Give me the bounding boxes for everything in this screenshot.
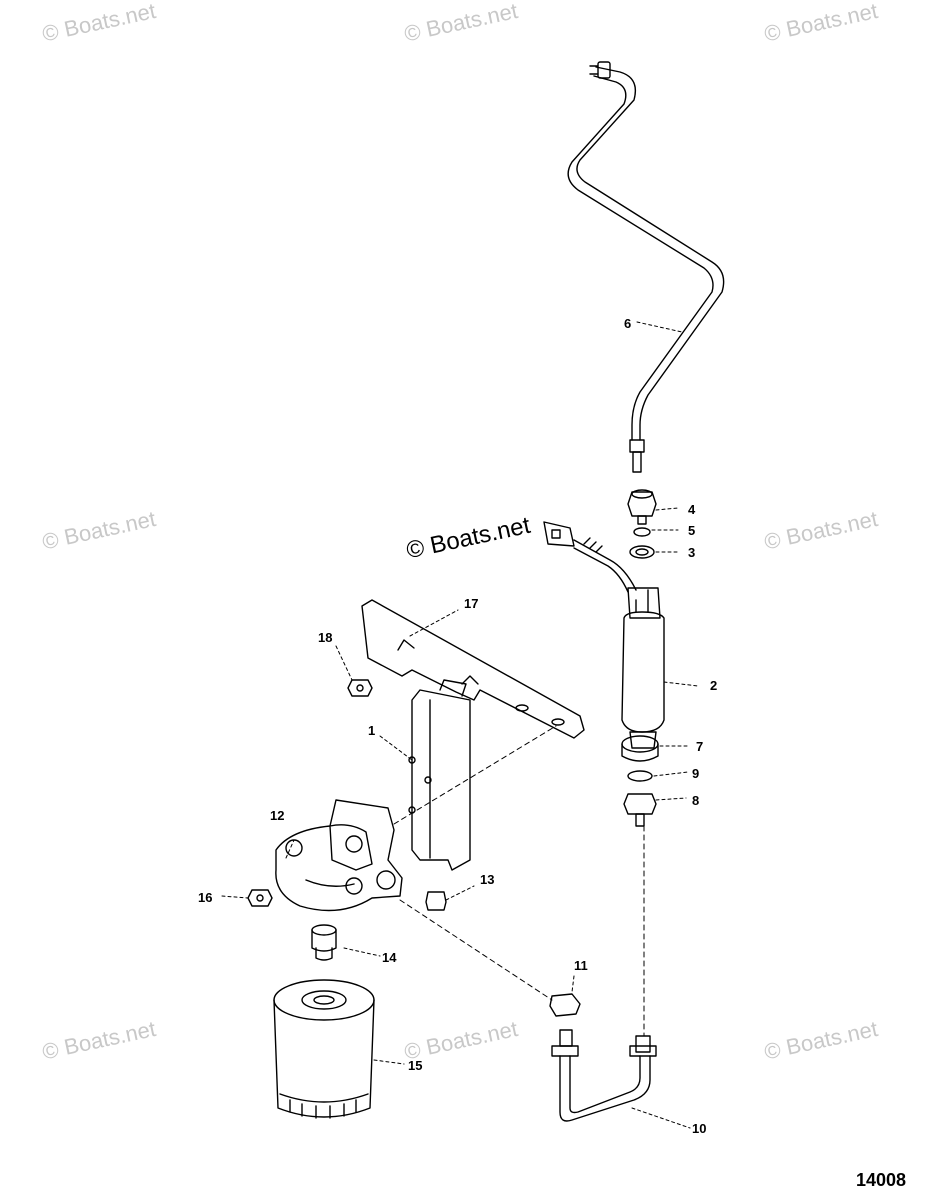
nut-part-18: [347, 679, 373, 697]
o-ring-part-5: [633, 527, 651, 537]
callout-15: 15: [408, 1058, 423, 1073]
mount-bracket-part-1: [408, 679, 471, 871]
electric-connector: [543, 521, 637, 593]
fitting-part-11: [549, 993, 581, 1017]
callout-8: 8: [692, 793, 700, 808]
fuel-line-lower-part-10: [551, 1029, 657, 1122]
adapter-part-14: [311, 924, 337, 961]
fuel-line-upper-part-6: [567, 61, 725, 473]
washer-part-3: [629, 545, 655, 559]
callout-leader-lines: [221, 321, 699, 1129]
callout-17: 17: [464, 596, 479, 611]
figure-number: 14008: [856, 1170, 907, 1190]
nut-part-16: [247, 889, 273, 907]
bracket-part-17: [361, 599, 585, 739]
bolt-part-13: [425, 891, 447, 911]
callout-2: 2: [710, 678, 718, 693]
collar-part-7: [621, 735, 659, 762]
assembly-dash-lines: [393, 725, 645, 1037]
callout-4: 4: [688, 502, 696, 517]
callout-5: 5: [688, 523, 696, 538]
fuel-filter-part-15: [273, 979, 375, 1119]
fuel-pump-part-2: [621, 587, 665, 749]
callout-18: 18: [318, 630, 333, 645]
filter-head-part-12: [275, 799, 403, 912]
callout-10: 10: [692, 1121, 707, 1136]
callout-7: 7: [696, 739, 704, 754]
callout-6: 6: [624, 316, 632, 331]
callout-13: 13: [480, 872, 495, 887]
callout-9: 9: [692, 766, 700, 781]
callout-11: 11: [574, 958, 588, 973]
fitting-part-4: [627, 489, 657, 525]
callout-14: 14: [382, 950, 397, 965]
fitting-part-8: [623, 793, 657, 827]
callout-16: 16: [198, 890, 213, 905]
callout-12: 12: [270, 808, 285, 823]
ring-part-9: [627, 770, 653, 782]
callout-3: 3: [688, 545, 696, 560]
callout-1: 1: [368, 723, 376, 738]
